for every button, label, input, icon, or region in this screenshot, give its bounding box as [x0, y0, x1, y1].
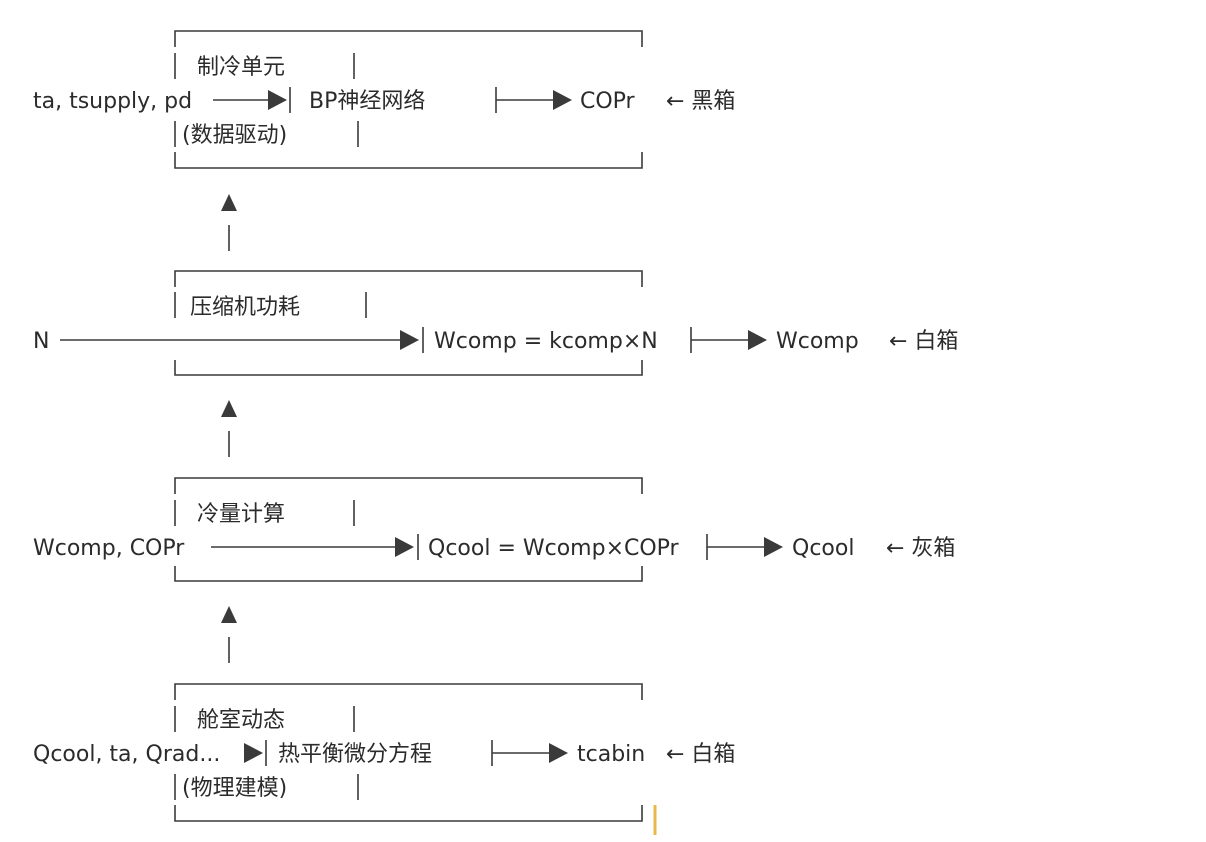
block-output: Wcomp [776, 329, 859, 354]
block-body: 热平衡微分方程 [278, 742, 432, 767]
block-inputs: N [33, 329, 49, 354]
block-inputs: ta, tsupply, pd [33, 89, 192, 114]
up-connector [221, 194, 237, 251]
block-note: (物理建模) [182, 776, 287, 801]
block-cabin-dynamics: 舱室动态 Qcool, ta, Qrad... 热平衡微分方程 tcabin ←… [33, 683, 735, 822]
block-body: Qcool = Wcomp×COPr [428, 536, 680, 561]
block-output: COPr [580, 89, 636, 114]
output-arrow-head [549, 743, 568, 763]
box-bottom-border [174, 805, 643, 822]
up-connector [221, 400, 237, 457]
box-top-border [174, 683, 643, 700]
box-top-border [174, 30, 643, 47]
block-note: (数据驱动) [182, 123, 287, 148]
input-arrow-head [244, 743, 263, 763]
block-title: 冷量计算 [197, 502, 285, 527]
box-top-border [174, 270, 643, 287]
input-arrow-head [268, 90, 287, 110]
output-arrow-head [553, 90, 572, 110]
block-model-tag: ← 灰箱 [886, 536, 955, 561]
block-inputs: Qcool, ta, Qrad... [33, 742, 220, 767]
block-body: Wcomp = kcomp×N [434, 329, 658, 354]
block-compressor-power: 压缩机功耗 N Wcomp = kcomp×N Wcomp ← 白箱 [33, 270, 958, 376]
block-cooling-capacity: 冷量计算 Wcomp, COPr Qcool = Wcomp×COPr Qcoo… [33, 477, 955, 582]
block-title: 压缩机功耗 [190, 295, 300, 320]
box-top-border [174, 477, 643, 494]
box-bottom-border [174, 152, 643, 169]
block-model-tag: ← 白箱 [666, 742, 735, 767]
block-body: BP神经网络 [309, 89, 425, 114]
block-title: 舱室动态 [197, 708, 285, 733]
block-refrigeration-unit: 制冷单元 ta, tsupply, pd BP神经网络 COPr ← 黑箱 (数… [33, 30, 735, 169]
box-bottom-border [174, 566, 643, 582]
input-arrow-head [395, 537, 414, 557]
output-arrow-head [764, 537, 783, 557]
block-output: Qcool [792, 536, 854, 561]
up-arrow-head [221, 606, 237, 623]
block-inputs: Wcomp, COPr [33, 536, 185, 561]
up-arrow-head [221, 400, 237, 417]
block-model-tag: ← 白箱 [889, 329, 958, 354]
output-arrow-head [748, 330, 767, 350]
block-output: tcabin [577, 742, 645, 767]
up-connector [221, 606, 237, 663]
input-arrow-head [400, 330, 419, 350]
block-model-tag: ← 黑箱 [666, 89, 735, 114]
up-arrow-head [221, 194, 237, 211]
block-title: 制冷单元 [197, 55, 285, 80]
box-bottom-border [174, 360, 643, 376]
